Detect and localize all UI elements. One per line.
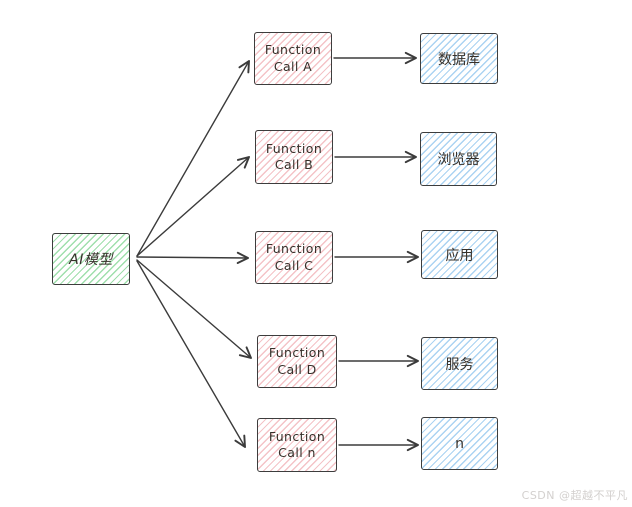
node-label-line: Function (264, 42, 322, 58)
node-ai-model: AI模型 (52, 233, 130, 285)
arrow-ai-to-function-call-c (136, 251, 249, 265)
node-label: 浏览器 (437, 152, 480, 168)
node-function-call-a: Function Call A (254, 32, 332, 85)
node-service: 服务 (421, 337, 498, 390)
node-label: Function Call D (258, 345, 336, 378)
node-label: n (455, 435, 464, 452)
node-label: Function Call C (256, 241, 332, 274)
node-label-line: Function (268, 345, 326, 361)
node-n: n (421, 417, 498, 470)
node-label: Function Call A (255, 42, 331, 75)
node-function-call-n: Function Call n (257, 418, 337, 472)
node-function-call-b: Function Call B (255, 130, 333, 184)
node-function-call-d: Function Call D (257, 335, 337, 388)
node-label-line: Call A (273, 58, 313, 74)
watermark: CSDN @超越不平凡 (521, 489, 628, 502)
node-label-line: Function (265, 241, 323, 257)
node-database: 数据库 (420, 33, 498, 84)
node-application: 应用 (421, 230, 498, 279)
arrow-ai-to-function-call-n (136, 260, 246, 448)
node-label-line: Function (268, 428, 326, 444)
node-function-call-c: Function Call C (255, 231, 333, 284)
node-browser: 浏览器 (420, 132, 497, 186)
node-label: Function Call n (258, 429, 336, 462)
node-label-line: Call n (278, 445, 316, 460)
node-label-line: Call B (274, 157, 314, 172)
node-label: 服务 (445, 356, 474, 373)
arrow-ai-to-function-call-d (136, 259, 252, 359)
arrow-ai-to-function-call-a (136, 60, 250, 257)
node-label-line: Call D (277, 361, 317, 377)
node-label: 应用 (445, 247, 474, 264)
arrow-ai-to-function-call-b (136, 156, 250, 257)
node-label-line: Function (265, 140, 323, 156)
node-label: 数据库 (438, 51, 480, 68)
node-label-line: Call C (274, 257, 314, 273)
node-label: AI模型 (69, 252, 113, 268)
node-label: Function Call B (256, 141, 332, 174)
